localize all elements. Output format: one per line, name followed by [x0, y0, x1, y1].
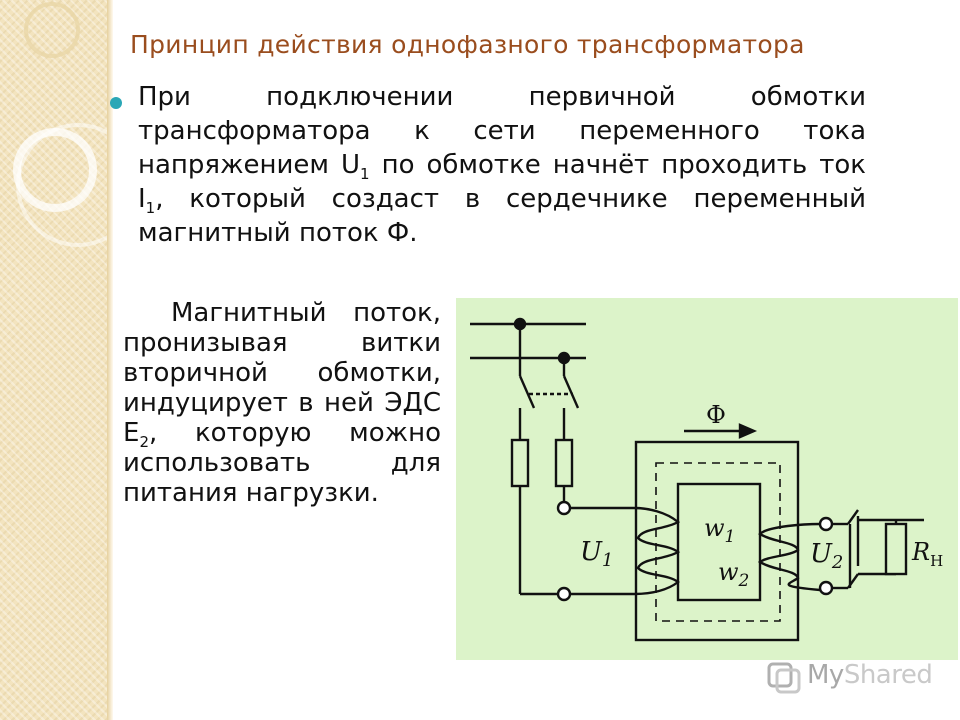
u2-label: U2 [810, 539, 843, 573]
w2-label: w2 [718, 558, 749, 591]
terminal-u2-top [818, 516, 834, 532]
bullet-sub1: 1 [360, 165, 370, 184]
flux-path [655, 462, 781, 622]
w1-label: w1 [704, 514, 735, 547]
bullet-paragraph: При подключении первичной обмотки трансф… [138, 80, 866, 250]
bullet-text-part3: , который создаст в сердечнике переменны… [138, 184, 866, 248]
u1-label: U1 [580, 537, 613, 571]
bullet-sub2: 1 [145, 199, 156, 218]
secondary-winding [757, 522, 821, 592]
band-edge [107, 0, 113, 720]
watermark-text: MyShared [807, 660, 933, 690]
flux-arrowhead [738, 423, 758, 439]
paragraph-text-part2: , которую можно использовать для питания… [123, 418, 441, 508]
slide-title: Принцип действия однофазного трансформат… [130, 30, 805, 59]
fuse-2 [554, 438, 574, 488]
bullet-text-part2: по обмотке начнёт проходить ток I [138, 150, 866, 214]
primary-winding [633, 506, 681, 596]
load-resistor [884, 522, 908, 576]
rh-label: RН [911, 538, 943, 570]
load-switch-blade-1 [847, 509, 859, 525]
decorative-circles [13, 2, 107, 247]
decorative-left-band [0, 0, 107, 720]
flux-label: Ф [706, 401, 726, 429]
myshared-logo-icon [767, 662, 801, 694]
transformer-diagram: Ф U1 w1 w2 U2 RН [456, 298, 958, 660]
fuse-1 [510, 438, 530, 488]
paragraph-text-part1: Магнитный поток, пронизывая витки вторич… [123, 298, 441, 448]
terminal-u2-bottom [818, 580, 834, 596]
switch-blade-2 [562, 375, 580, 409]
transformer-schematic: Ф U1 w1 w2 U2 RН [470, 317, 943, 642]
terminal-u1-bottom [556, 586, 572, 602]
switch-blade-1 [518, 375, 536, 409]
core-inner [676, 482, 762, 602]
paragraph-sub: 2 [139, 433, 149, 452]
core-outer [634, 440, 800, 642]
terminal-u1-top [556, 500, 572, 516]
secondary-paragraph: Магнитный поток, пронизывая витки вторич… [123, 298, 441, 508]
myshared-watermark: MyShared [765, 656, 945, 696]
bullet-text-part1: При подключении первичной обмотки трансф… [138, 82, 866, 180]
bullet-icon [110, 97, 122, 109]
